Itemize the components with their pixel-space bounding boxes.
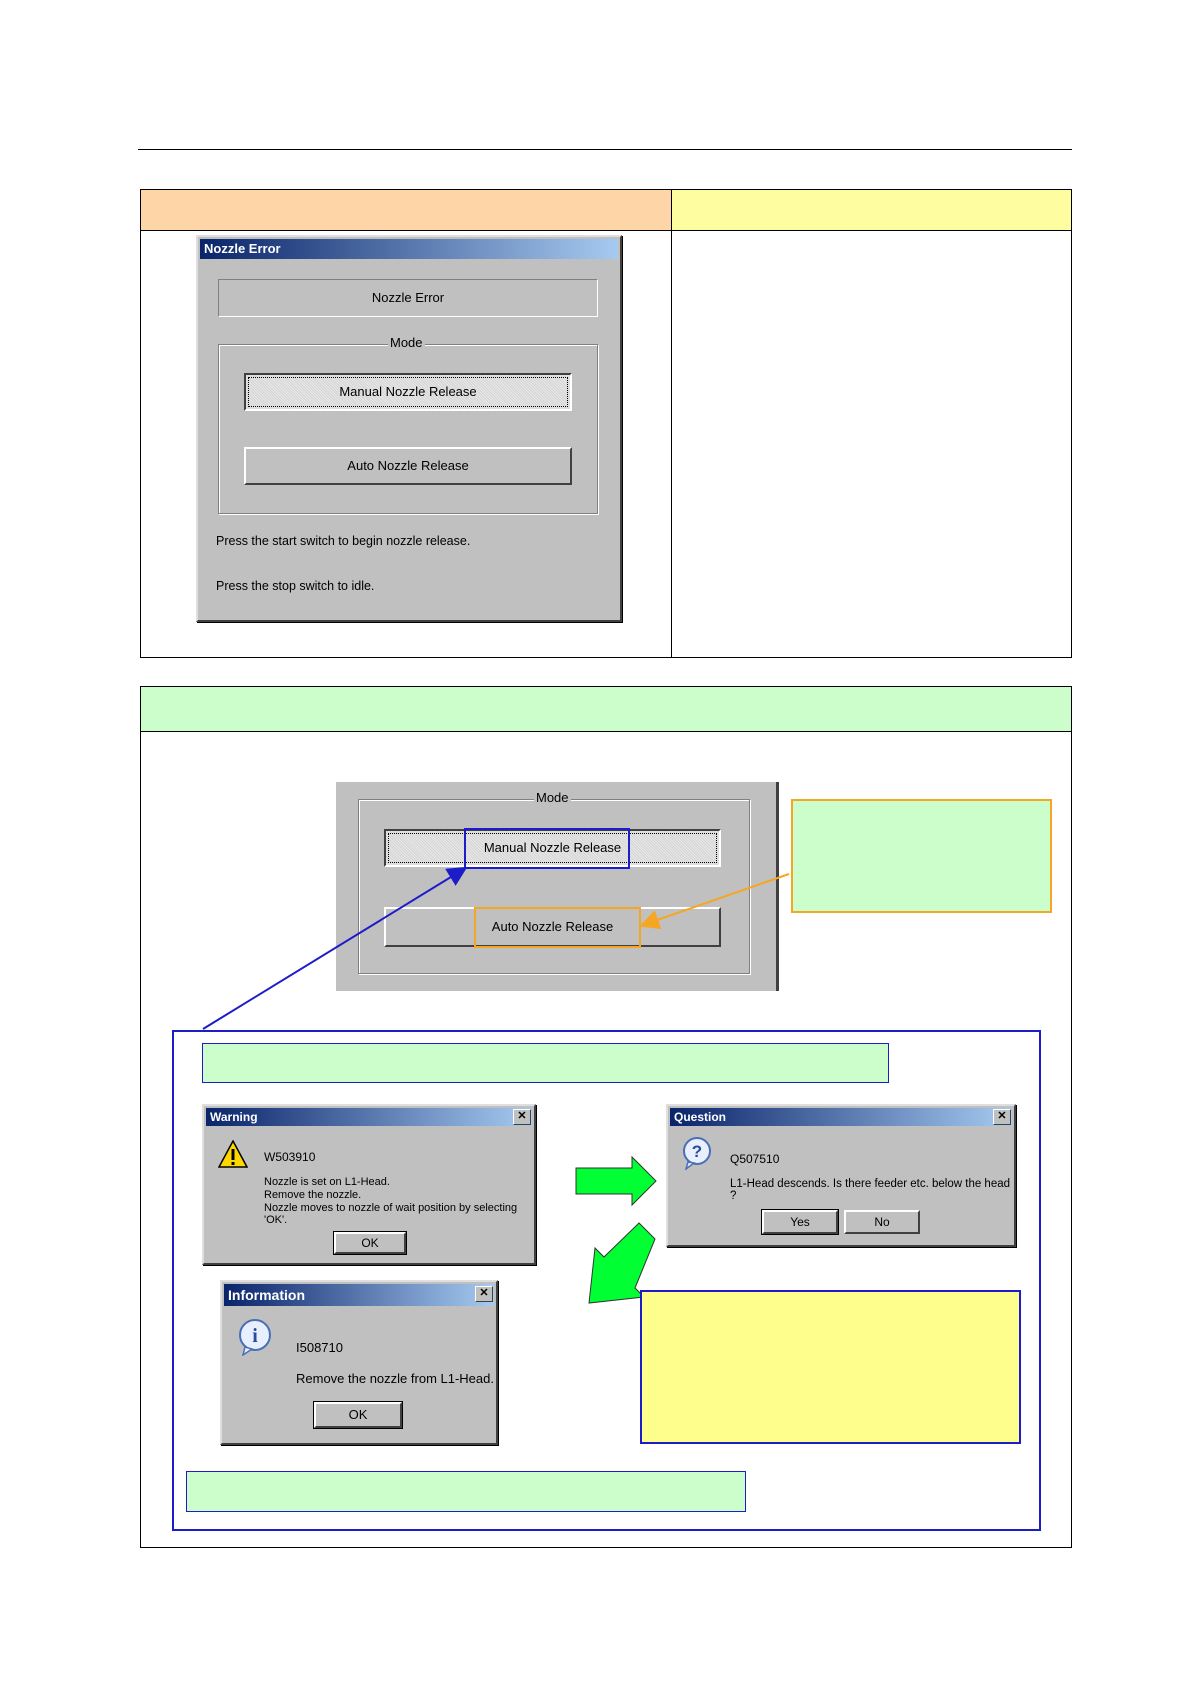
nozzle-error-status: Nozzle Error	[218, 279, 598, 317]
warning-line3: Nozzle moves to nozzle of wait position …	[264, 1202, 518, 1226]
dialog-title: Nozzle Error	[200, 239, 618, 259]
question-code: Q507510	[730, 1152, 780, 1166]
nozzle-error-dialog: Nozzle Error Nozzle Error Mode Manual No…	[196, 235, 622, 622]
header-rule	[138, 149, 1072, 150]
information-dialog: Information ✕ i I508710 Remove the nozzl…	[220, 1280, 498, 1445]
warning-icon	[218, 1140, 248, 1168]
information-title: Information	[224, 1284, 494, 1306]
table2-header	[140, 686, 1072, 732]
auto-connector-line	[639, 873, 790, 930]
question-dialog: Question ✕ ? Q507510 L1-Head descends. I…	[666, 1104, 1016, 1247]
instruction-stop: Press the stop switch to idle.	[216, 579, 375, 593]
manual-flow-footer-bar	[186, 1471, 746, 1512]
manual-nozzle-release-button-2[interactable]: Manual Nozzle Release	[384, 829, 721, 867]
table1-body-right	[671, 230, 1072, 658]
close-icon[interactable]: ✕	[513, 1109, 531, 1125]
warning-line1: Nozzle is set on L1-Head.	[264, 1176, 390, 1188]
question-title: Question	[670, 1108, 1012, 1126]
mode-panel: Mode Manual Nozzle Release Auto Nozzle R…	[336, 782, 779, 991]
warning-code: W503910	[264, 1150, 316, 1164]
warning-title: Warning	[206, 1108, 532, 1126]
mode-label-2: Mode	[534, 790, 571, 805]
information-message: Remove the nozzle from L1-Head.	[296, 1371, 494, 1386]
manual-highlight-box	[464, 828, 630, 869]
question-message: L1-Head descends. Is there feeder etc. b…	[730, 1178, 1011, 1202]
information-icon: i	[239, 1319, 271, 1356]
manual-flow-frame	[172, 1030, 1041, 1531]
close-icon[interactable]: ✕	[475, 1286, 493, 1302]
table2-body	[140, 731, 1072, 1548]
svg-text:?: ?	[692, 1142, 702, 1161]
arrow-right-green	[575, 1155, 657, 1207]
auto-nozzle-release-button[interactable]: Auto Nozzle Release	[244, 447, 572, 485]
manual-flow-title-bar	[202, 1043, 889, 1083]
close-icon[interactable]: ✕	[993, 1109, 1011, 1125]
auto-callout-box	[791, 799, 1052, 913]
svg-text:i: i	[252, 1325, 258, 1347]
manual-nozzle-release-button[interactable]: Manual Nozzle Release	[244, 373, 572, 411]
yes-note-box	[640, 1290, 1021, 1444]
information-ok-button[interactable]: OK	[313, 1401, 403, 1429]
arrow-down-left-green	[588, 1222, 656, 1304]
question-no-button[interactable]: No	[844, 1210, 920, 1234]
warning-ok-button[interactable]: OK	[333, 1231, 407, 1255]
information-code: I508710	[296, 1340, 343, 1355]
instruction-start: Press the start switch to begin nozzle r…	[216, 534, 471, 548]
question-icon: ?	[683, 1137, 711, 1170]
mode-label: Mode	[388, 335, 425, 350]
manual-connector-line	[202, 866, 468, 1030]
question-yes-button[interactable]: Yes	[761, 1209, 839, 1235]
warning-dialog: Warning ✕ W503910 Nozzle is set on L1-He…	[202, 1104, 536, 1265]
warning-line2: Remove the nozzle.	[264, 1189, 362, 1201]
